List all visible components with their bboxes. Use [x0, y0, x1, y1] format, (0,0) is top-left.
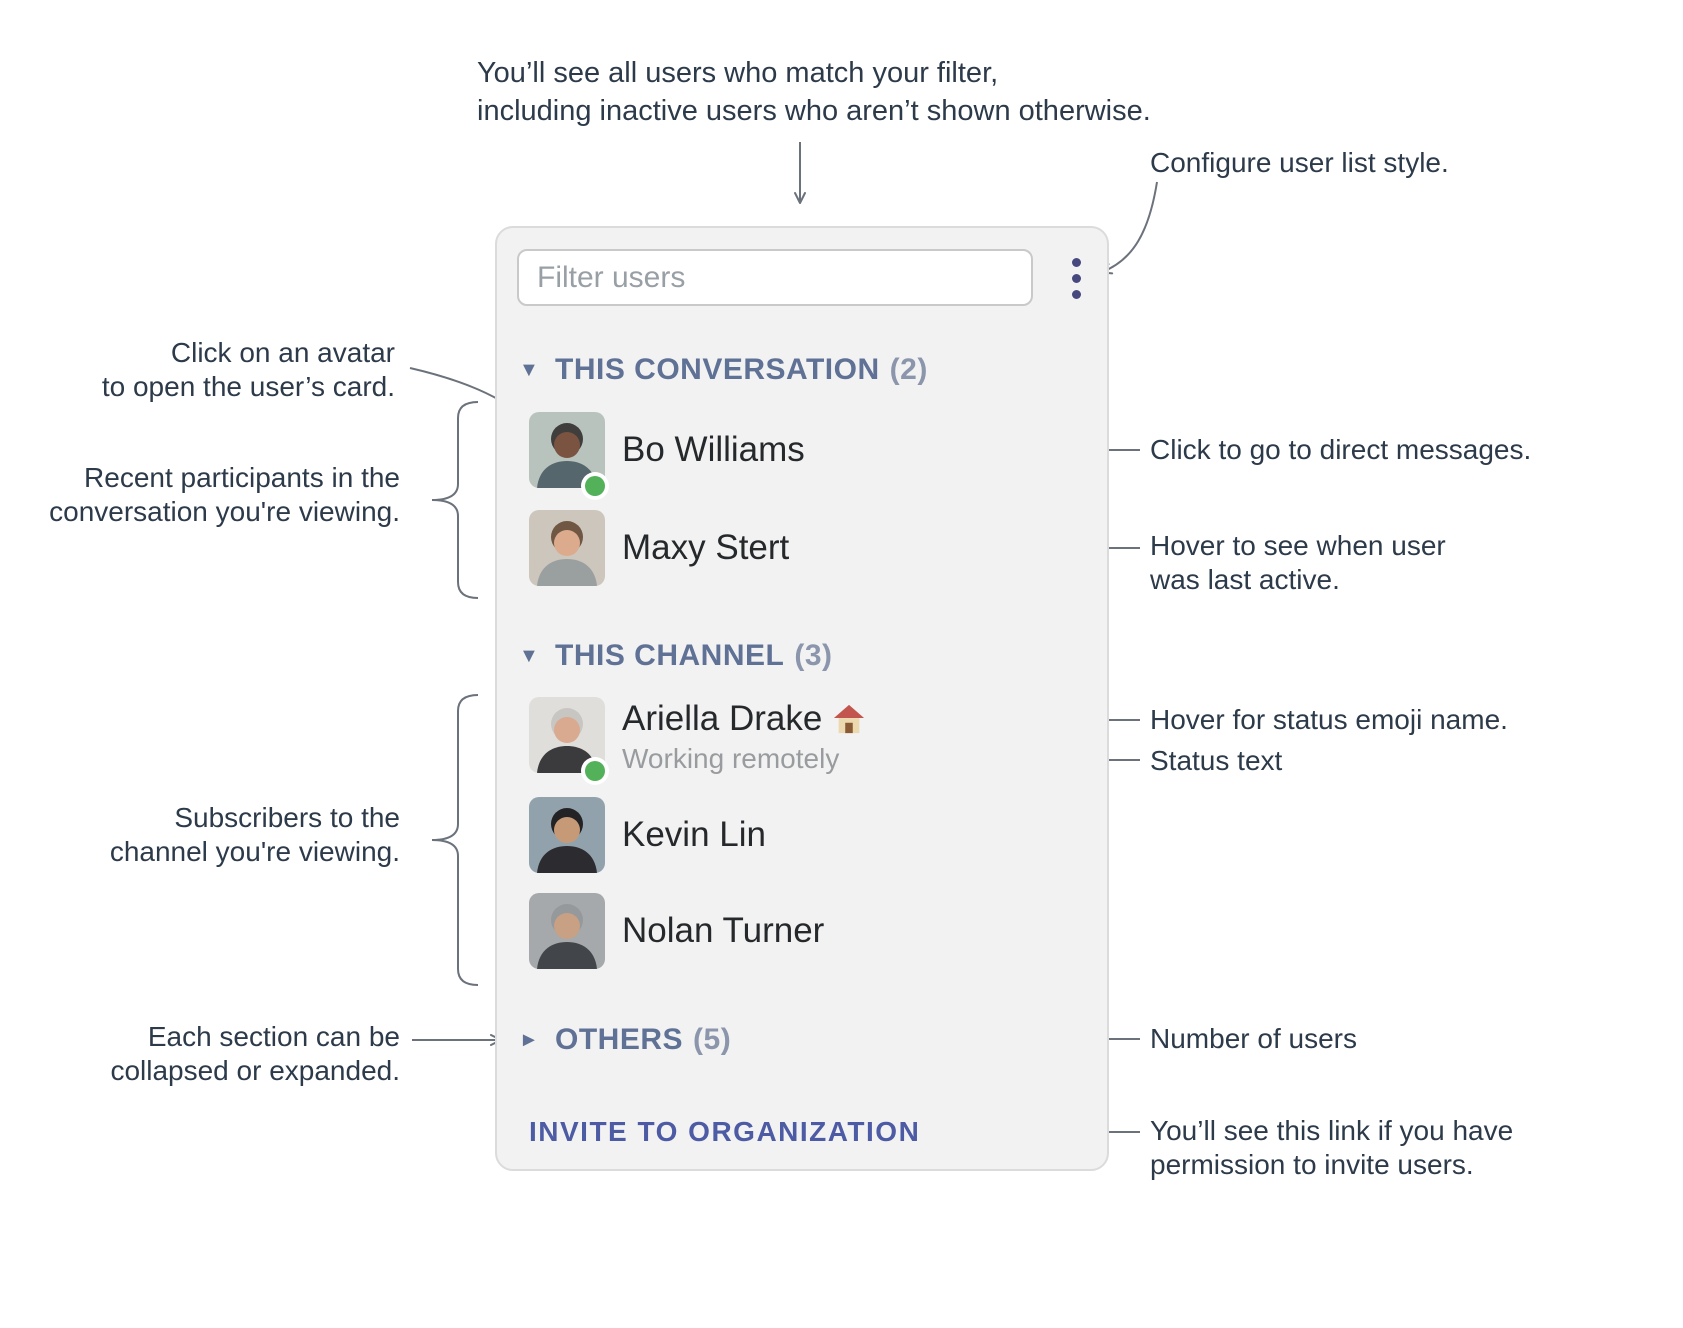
- avatar[interactable]: [529, 697, 605, 781]
- kebab-menu-icon: [1071, 289, 1081, 299]
- avatar[interactable]: [529, 412, 605, 496]
- note-recent-participants: Recent participants in the conversation …: [49, 461, 400, 529]
- user-row-bo-williams[interactable]: Bo Williams: [529, 412, 805, 496]
- note-recent-line2: conversation you're viewing.: [49, 496, 400, 527]
- note-subscribers: Subscribers to the channel you're viewin…: [110, 801, 400, 869]
- note-collapse-line2: collapsed or expanded.: [110, 1055, 400, 1086]
- note-collapse: Each section can be collapsed or expande…: [110, 1020, 400, 1088]
- house-status-emoji-icon[interactable]: [832, 703, 866, 735]
- brace-subscribers: [431, 694, 479, 986]
- note-avatar-line2: to open the user’s card.: [101, 371, 395, 402]
- note-status-text: Status text: [1150, 745, 1283, 776]
- note-status-emoji: Hover for status emoji name.: [1150, 704, 1508, 735]
- note-last-active: Hover to see when user was last active.: [1150, 529, 1446, 597]
- note-configure: Configure user list style.: [1150, 147, 1449, 178]
- user-row-maxy-stert[interactable]: Maxy Stert: [529, 510, 789, 586]
- section-label: THIS CHANNEL: [555, 639, 785, 672]
- user-name[interactable]: Ariella Drake: [622, 699, 823, 738]
- note-collapse-line1: Each section can be: [147, 1021, 400, 1052]
- note-avatar-click: Click on an avatar to open the user’s ca…: [102, 336, 395, 404]
- avatar[interactable]: [529, 797, 605, 873]
- note-filter-line1: You’ll see all users who match your filt…: [477, 57, 999, 89]
- avatar[interactable]: [529, 893, 605, 969]
- section-label: OTHERS: [555, 1023, 684, 1056]
- avatar[interactable]: [529, 510, 605, 586]
- avatar-image: [529, 510, 605, 586]
- note-last-active-line2: was last active.: [1150, 564, 1340, 595]
- avatar-image: [529, 697, 605, 773]
- invite-to-organization-link[interactable]: INVITE TO ORGANIZATION: [529, 1116, 921, 1147]
- section-count: (3): [794, 639, 833, 672]
- kebab-menu-icon: [1071, 257, 1081, 267]
- presence-online-dot: [585, 476, 605, 496]
- avatar-image: [529, 893, 605, 969]
- note-last-active-line1: Hover to see when user: [1150, 530, 1446, 561]
- user-row-ariella-drake[interactable]: Ariella Drake Working remotely: [529, 697, 866, 781]
- note-direct-messages: Click to go to direct messages.: [1150, 434, 1532, 465]
- triangle-right-icon: ►: [519, 1028, 540, 1051]
- user-name[interactable]: Nolan Turner: [622, 911, 825, 950]
- filter-users-input[interactable]: [517, 249, 1033, 306]
- user-status-text: Working remotely: [622, 743, 840, 774]
- avatar-image: [529, 412, 605, 488]
- section-header-this-conversation[interactable]: ▼ THIS CONVERSATION (2): [519, 352, 928, 388]
- user-row-kevin-lin[interactable]: Kevin Lin: [529, 797, 766, 873]
- note-recent-line1: Recent participants in the: [84, 462, 400, 493]
- user-text-block: Ariella Drake Working remotely: [622, 697, 866, 777]
- triangle-down-icon: ▼: [519, 358, 540, 381]
- note-number-of-users: Number of users: [1150, 1023, 1357, 1054]
- note-invite-link: You’ll see this link if you have permiss…: [1150, 1114, 1513, 1182]
- presence-online-dot: [585, 761, 605, 781]
- note-subscribers-line2: channel you're viewing.: [109, 836, 400, 867]
- note-filter: You’ll see all users who match your filt…: [477, 54, 1151, 130]
- triangle-down-icon: ▼: [519, 644, 540, 667]
- arrow-configure: [1100, 181, 1158, 275]
- section-count: (2): [889, 353, 928, 386]
- user-name[interactable]: Kevin Lin: [622, 815, 766, 854]
- section-header-this-channel[interactable]: ▼ THIS CHANNEL (3): [519, 638, 833, 674]
- note-invite-line2: permission to invite users.: [1150, 1149, 1474, 1180]
- note-filter-line2: including inactive users who aren’t show…: [477, 95, 1151, 127]
- section-label: THIS CONVERSATION: [555, 353, 880, 386]
- section-count: (5): [693, 1023, 732, 1056]
- kebab-menu-icon: [1071, 273, 1081, 283]
- note-invite-line1: You’ll see this link if you have: [1150, 1115, 1514, 1146]
- user-name[interactable]: Maxy Stert: [622, 528, 790, 567]
- note-avatar-line1: Click on an avatar: [170, 337, 395, 368]
- brace-recent-participants: [431, 401, 479, 599]
- user-list-panel: ▼ THIS CONVERSATION (2) Bo Williams: [495, 226, 1109, 1171]
- user-row-nolan-turner[interactable]: Nolan Turner: [529, 893, 824, 969]
- user-name[interactable]: Bo Williams: [622, 430, 805, 469]
- section-header-others[interactable]: ► OTHERS (5): [519, 1022, 731, 1058]
- user-list-menu-button[interactable]: [1053, 252, 1099, 304]
- note-subscribers-line1: Subscribers to the: [174, 802, 400, 833]
- avatar-image: [529, 797, 605, 873]
